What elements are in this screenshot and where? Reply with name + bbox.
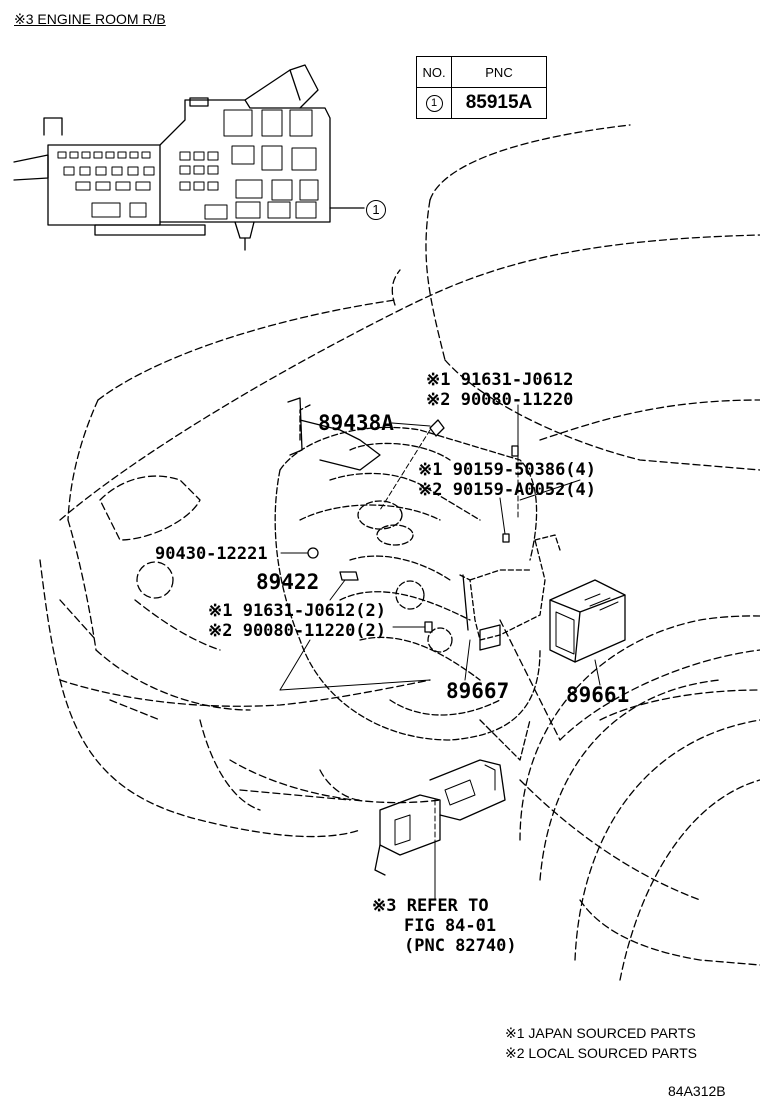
bracket-89667-solid [462, 574, 501, 651]
part-90080-11220[interactable]: ※2 90080-11220 [426, 390, 574, 410]
refer-line-1[interactable]: ※3 REFER TO [372, 896, 489, 916]
refer-line-2: FIG 84-01 [404, 916, 497, 936]
junction-block [374, 759, 506, 876]
figure-id: 84A312B [668, 1083, 726, 1099]
pnc-table-row-no: 1 [425, 95, 443, 112]
relay-box-inset [13, 64, 365, 251]
part-91631-j0612[interactable]: ※1 91631-J0612 [426, 370, 574, 390]
engine-outline [274, 404, 541, 761]
pnc-table-row-pnc: 85915A [451, 87, 547, 119]
part-89422[interactable]: 89422 [256, 570, 320, 594]
leader-lines [279, 404, 601, 901]
part-89661[interactable]: 89661 [566, 683, 630, 707]
part-89667[interactable]: 89667 [446, 679, 510, 703]
page-title: ※3 ENGINE ROOM R/B [14, 11, 166, 27]
pnc-table-header-pnc: PNC [451, 56, 547, 88]
ecu-89661 [549, 579, 626, 663]
bracket-89667 [459, 534, 561, 641]
part-90159-a0052[interactable]: ※2 90159-A0052(4) [418, 480, 597, 500]
note-japan-sourced: ※1 JAPAN SOURCED PARTS [505, 1025, 696, 1041]
pnc-table-row-no-cell: 1 [416, 87, 452, 119]
sensor-89438a [287, 397, 445, 471]
note-local-sourced: ※2 LOCAL SOURCED PARTS [505, 1045, 697, 1061]
pnc-table: NO. PNC 1 85915A [416, 56, 547, 119]
part-89438a[interactable]: 89438A [318, 411, 394, 435]
part-90159-50386[interactable]: ※1 90159-50386(4) [418, 460, 597, 480]
part-91631-j0612-2[interactable]: ※1 91631-J0612(2) [208, 601, 387, 621]
refer-line-3: (PNC 82740) [404, 936, 517, 956]
part-90080-11220-2[interactable]: ※2 90080-11220(2) [208, 621, 387, 641]
wheel-outline [519, 615, 760, 981]
pnc-table-header-no: NO. [416, 56, 452, 88]
vehicle-body-outline [39, 124, 760, 966]
callout-1: 1 [366, 200, 386, 220]
part-90430-12221[interactable]: 90430-12221 [155, 544, 268, 564]
